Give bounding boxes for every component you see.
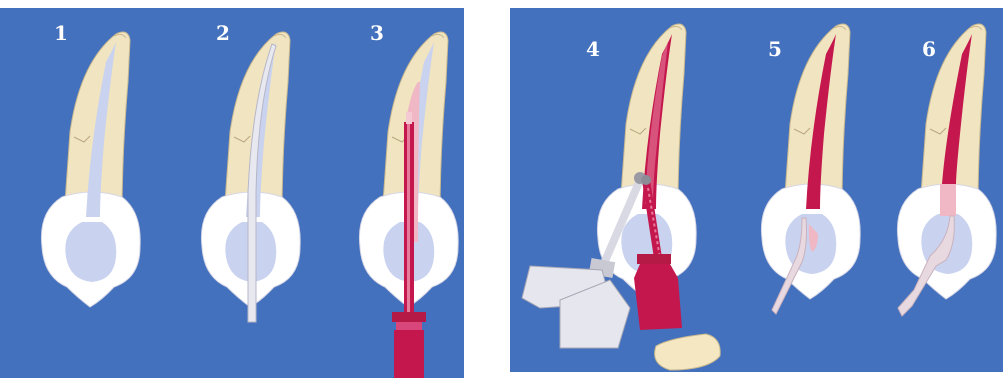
step-number-1: 1 <box>54 21 68 45</box>
finger-tip <box>655 334 721 370</box>
left-panel: 1 2 3 <box>0 8 464 378</box>
tooth-2 <box>201 32 300 322</box>
steps-4-6-illustration: 4 5 6 <box>510 8 1003 372</box>
step-number-3: 3 <box>370 21 384 45</box>
step-number-5: 5 <box>768 37 782 61</box>
step-number-2: 2 <box>216 21 230 45</box>
steps-1-3-illustration: 1 2 3 <box>0 8 464 378</box>
right-panel: 4 5 6 <box>510 8 1003 372</box>
step-number-4: 4 <box>586 37 600 61</box>
tooth-5 <box>761 24 860 299</box>
tooth-1 <box>41 32 140 307</box>
step-number-6: 6 <box>922 37 936 61</box>
tooth-3 <box>359 32 458 378</box>
